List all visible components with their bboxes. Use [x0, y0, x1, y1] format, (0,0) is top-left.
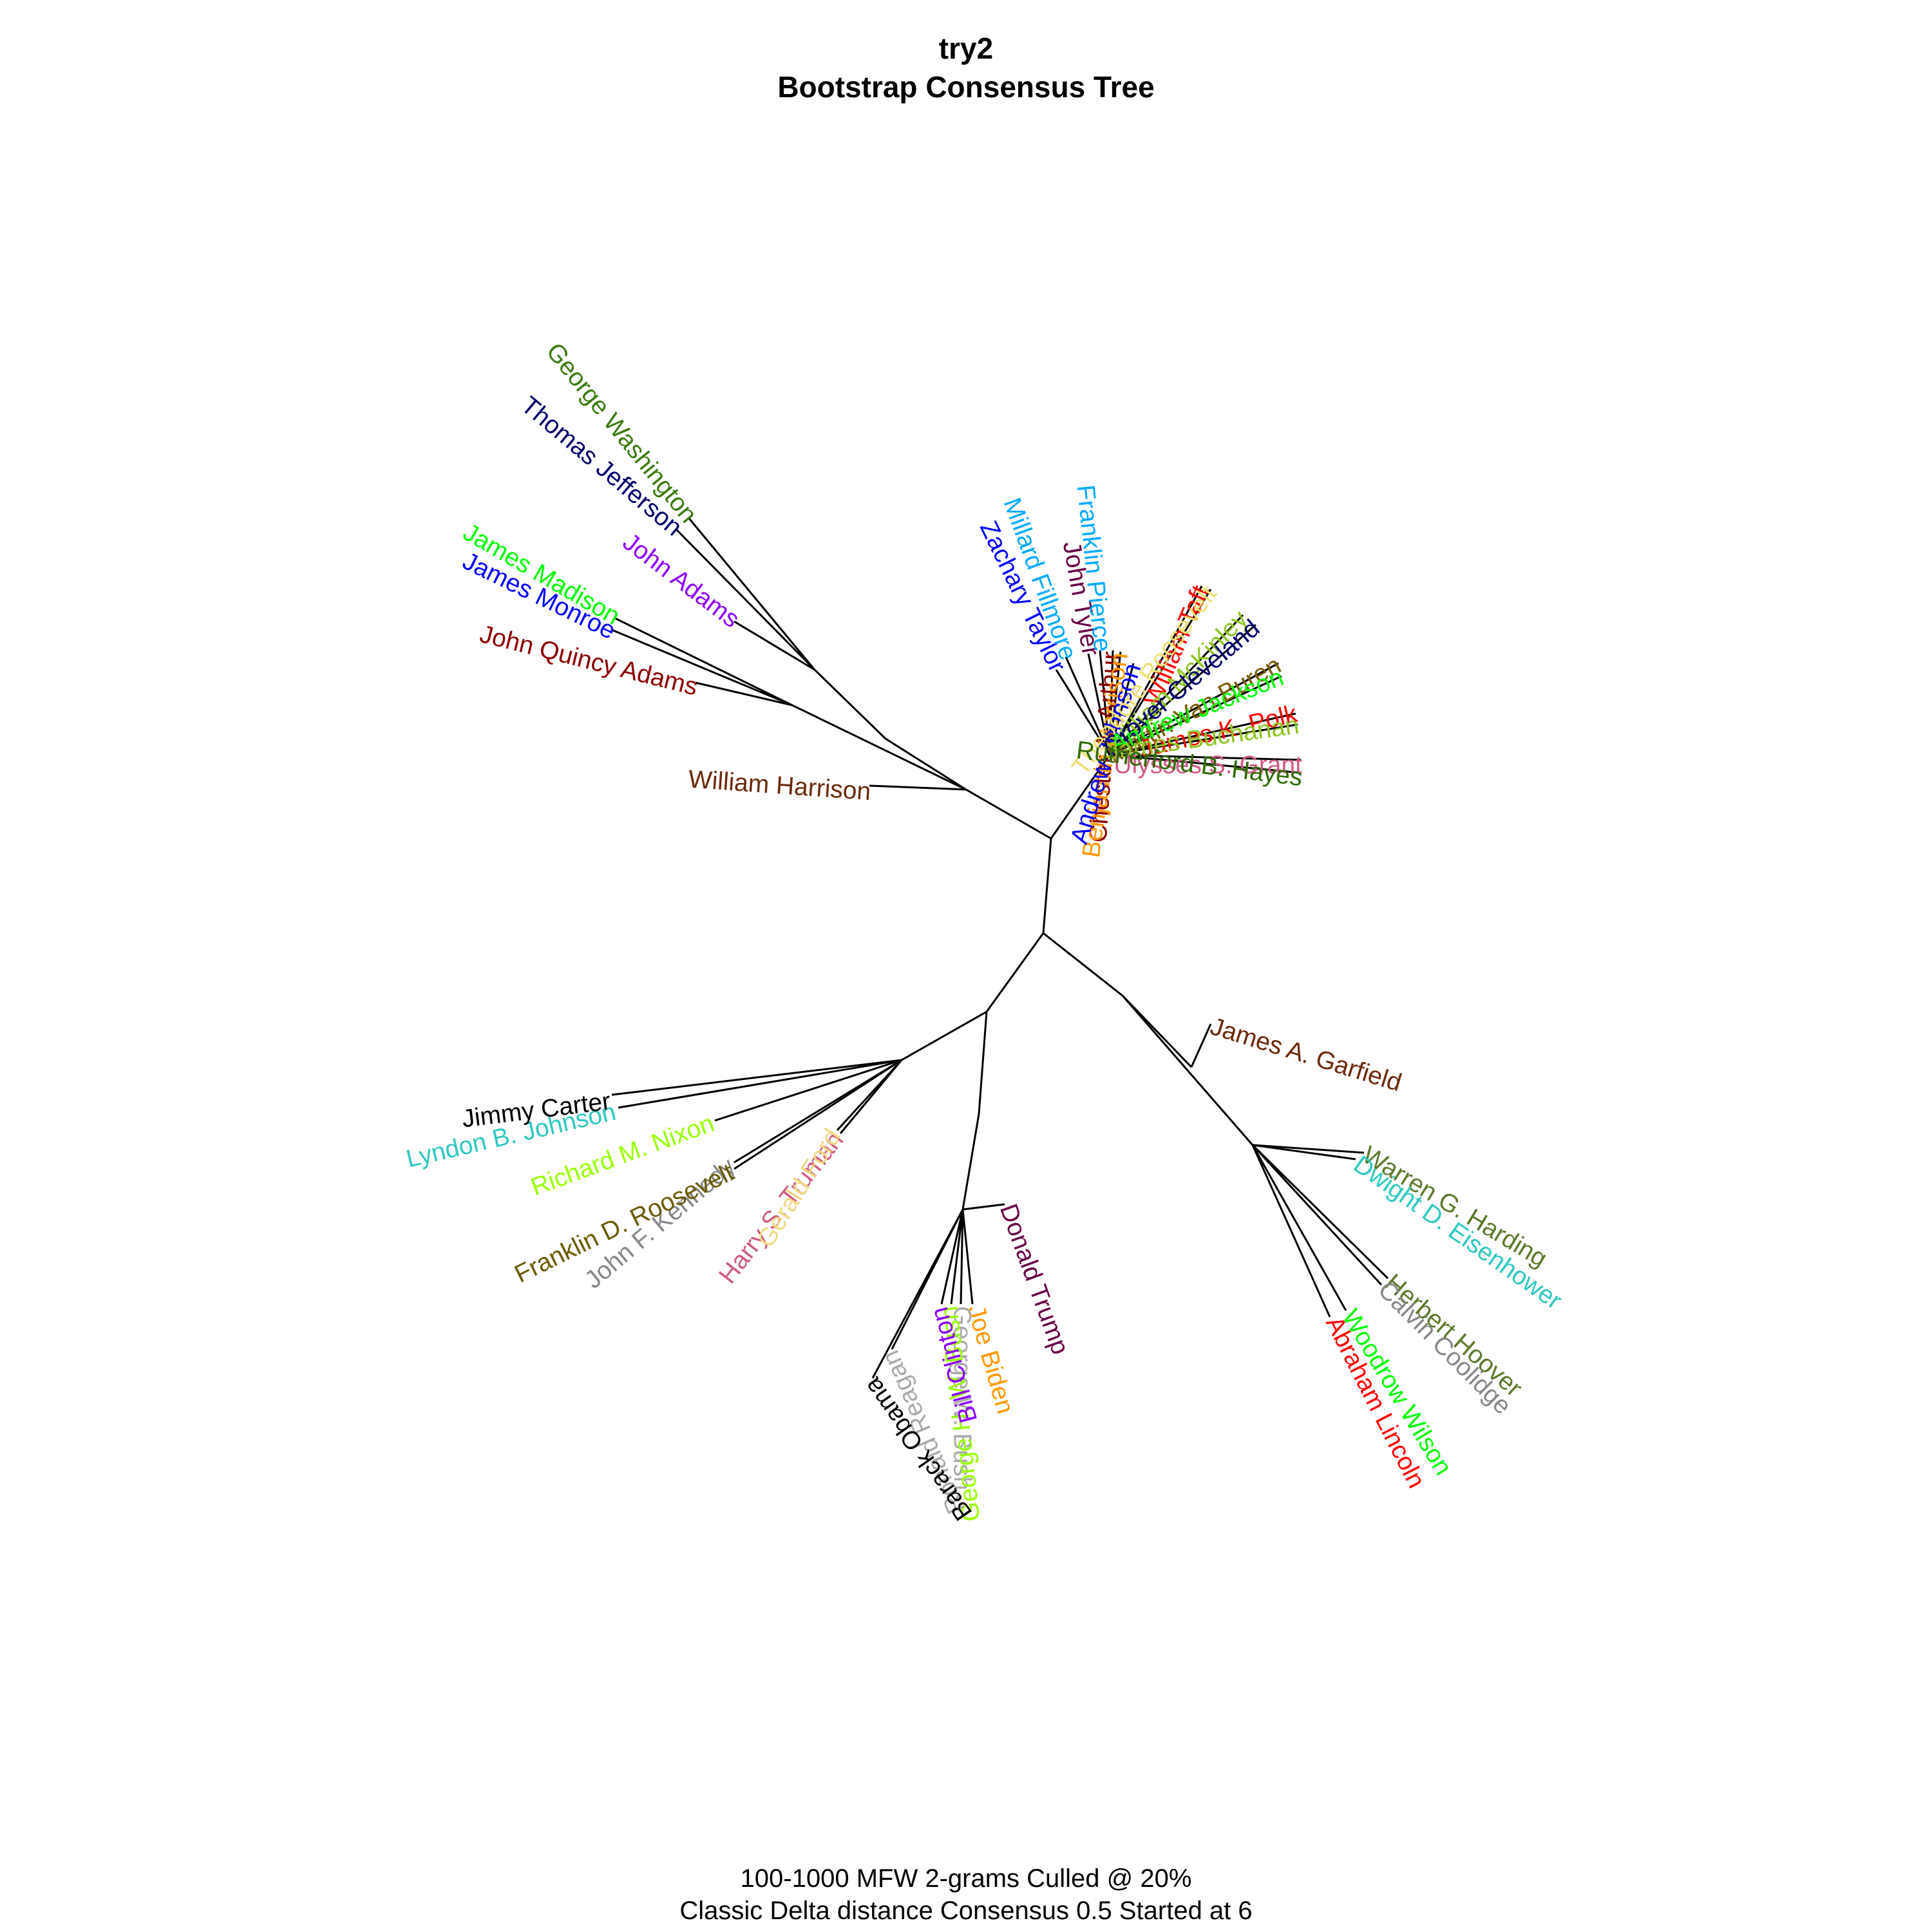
branch-thomas-jefferson: [675, 528, 816, 671]
subtitle-line-1: 100-1000 MFW 2-grams Culled @ 20%: [740, 1864, 1192, 1893]
branch-r2-c: [985, 933, 1045, 1012]
branch-rutherford-b-hayes: [1109, 753, 1302, 774]
branch-zachary-taylor: [1055, 669, 1111, 755]
branch-r2-d: [1043, 932, 1123, 997]
branch-c-c2: [978, 1011, 988, 1115]
branch-chester-a-arthur: [1108, 650, 1114, 755]
title-line-1: try2: [938, 32, 994, 65]
branch-james-madison: [614, 617, 793, 706]
branch-james-buchanan: [1109, 723, 1298, 756]
branch-ulysses-s-grant: [1109, 753, 1302, 761]
tip-label-ulysses-s-grant: Ulysses S. Grant: [1113, 751, 1302, 779]
tip-label-william-harrison: William Harrison: [687, 766, 871, 806]
tip-label-warren-g-harding: Warren G. Harding: [1358, 1141, 1551, 1273]
branch-george-washington: [688, 518, 816, 670]
branch-woodrow-wilson: [1251, 1144, 1347, 1311]
tree-branches: [611, 518, 1389, 1379]
branch-joe-biden: [961, 1209, 974, 1305]
branch-richard-m-nixon: [714, 1059, 902, 1122]
branch-a-a3: [791, 704, 967, 791]
branch-a-a1: [885, 737, 967, 791]
branch-george-h-w-bush: [950, 1209, 964, 1305]
branch-barack-obama: [871, 1209, 964, 1379]
tip-label-donald-trump: Donald Trump: [994, 1200, 1074, 1358]
branch-franklin-d-roosevelt: [734, 1059, 902, 1170]
branch-dwight-d-eisenhower: [1252, 1144, 1356, 1160]
branch-calvin-coolidge: [1251, 1144, 1383, 1286]
branch-bill-clinton: [940, 1209, 964, 1305]
branch-martin-van-buren: [1109, 662, 1279, 756]
branch-jimmy-carter: [611, 1059, 902, 1096]
branch-franklin-pierce: [1099, 650, 1111, 755]
branch-c-c1: [901, 1010, 987, 1061]
tip-label-james-a-garfield: James A. Garfield: [1207, 1012, 1405, 1097]
branch-william-mckinley: [1108, 614, 1244, 756]
branch-herbert-hoover: [1251, 1144, 1389, 1280]
branch-john-quincy-adams: [695, 681, 793, 706]
branch-benjamin-harrison: [1108, 651, 1122, 755]
title-line-2: Bootstrap Consensus Tree: [777, 70, 1155, 104]
branch-a1-a2: [813, 668, 887, 740]
branch-theodore-roosevelt: [1108, 589, 1212, 755]
branch-grover-cleveland: [1109, 623, 1256, 756]
branch-andrew-jackson: [1109, 675, 1282, 756]
branch-james-monroe: [611, 629, 793, 706]
branch-lyndon-b-johnson: [618, 1059, 902, 1109]
branch-john-adams: [734, 620, 815, 671]
branch-r1-r2: [1042, 838, 1052, 934]
branch-donald-trump: [962, 1203, 1005, 1211]
branch-r1-a: [965, 788, 1052, 840]
branch-abraham-lincoln: [1251, 1144, 1331, 1318]
branch-r1-b: [1050, 754, 1111, 839]
branch-c2-c3: [961, 1113, 980, 1210]
branch-george-w-bush: [960, 1209, 964, 1305]
branch-john-tyler: [1087, 653, 1111, 755]
branch-millard-fillmore: [1065, 656, 1111, 755]
branch-william-harrison: [869, 784, 967, 791]
tip-label-george-w-bush: George W. Bush: [949, 1306, 976, 1490]
branch-warren-g-harding: [1252, 1144, 1365, 1154]
branch-james-k-polk: [1109, 712, 1296, 756]
branch-d-d2: [1121, 995, 1254, 1146]
branch-andrew-johnson: [1108, 663, 1135, 755]
branch-william-taft: [1108, 585, 1203, 755]
subtitle-line-2: Classic Delta distance Consensus 0.5 Sta…: [679, 1897, 1253, 1925]
branch-gerald-ford: [836, 1059, 903, 1132]
branch-james-a-garfield: [1190, 1023, 1212, 1068]
